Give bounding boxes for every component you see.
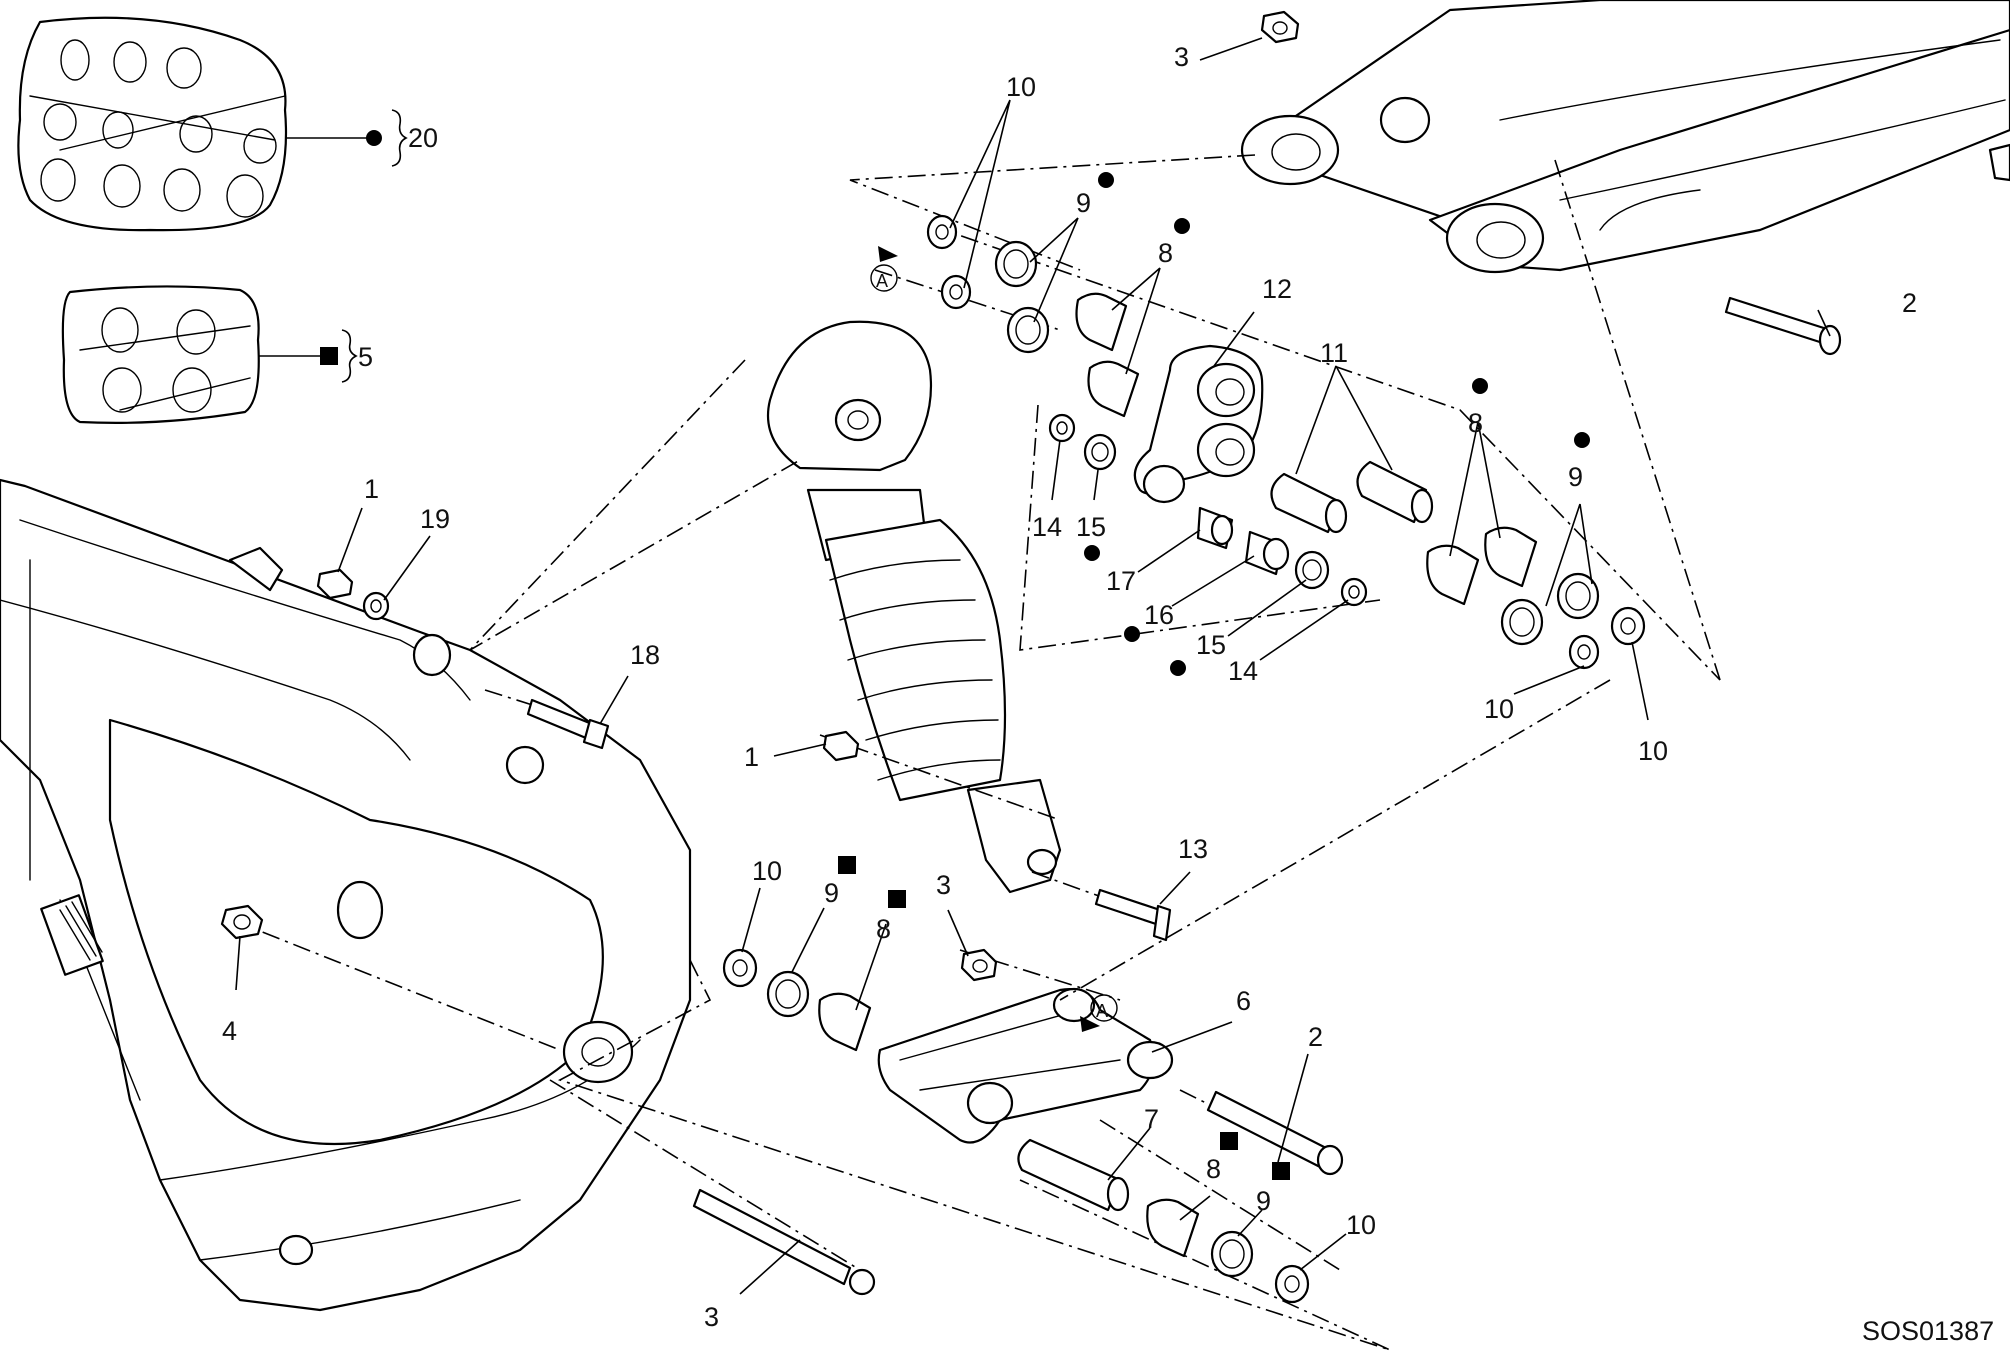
callout-16: 16 — [1144, 600, 1174, 630]
callout-17: 17 — [1106, 566, 1136, 596]
callout-1-bottom: 1 — [744, 742, 759, 772]
hardware-parts[interactable] — [220, 10, 1842, 1304]
callout-4: 3 — [704, 1302, 719, 1332]
callout-2-top: 2 — [1902, 288, 1917, 318]
callout-3-top: 3 — [1174, 42, 1189, 72]
callout-numbers: 3 10 9 8 12 11 8 9 10 10 2 14 15 17 16 1… — [222, 42, 1917, 1332]
callout-10-bottom-left: 10 — [752, 856, 782, 886]
kit-symbols — [838, 172, 1590, 1180]
svg-text:A: A — [876, 271, 888, 291]
callout-8-top: 8 — [1158, 238, 1173, 268]
callout-9-right: 9 — [1568, 462, 1583, 492]
swingarm[interactable] — [1240, 0, 2010, 274]
linkage-rod-6[interactable] — [877, 987, 1174, 1144]
assembly-axes — [231, 154, 1721, 1351]
kit-label-5: 5 — [358, 342, 373, 372]
kit-label-20: 20 — [408, 123, 438, 153]
leader-lines — [235, 37, 1831, 1295]
rear-shock-absorber[interactable] — [766, 320, 1062, 894]
callout-6: 6 — [1236, 986, 1251, 1016]
callout-3-left: 4 — [222, 1016, 237, 1046]
rocker-link-12[interactable] — [1133, 344, 1264, 504]
reference-marker-a-top: A — [870, 246, 898, 292]
callout-8-right: 8 — [1468, 408, 1483, 438]
callout-8-bottom-right: 8 — [1206, 1154, 1221, 1184]
bearing-kit-box[interactable]: 20 — [17, 16, 438, 232]
callout-10-bottom-right: 10 — [1346, 1210, 1376, 1240]
callout-7: 7 — [1144, 1104, 1159, 1134]
callout-9-bottom-left: 9 — [824, 878, 839, 908]
callout-18: 18 — [630, 640, 660, 670]
callout-10-right-b: 10 — [1638, 736, 1668, 766]
callout-10-top: 10 — [1006, 72, 1036, 102]
callout-10-right-a: 10 — [1484, 694, 1514, 724]
callout-14-right: 14 — [1228, 656, 1258, 686]
bushing-kit-box[interactable]: 5 — [61, 285, 373, 424]
callout-15-left: 15 — [1076, 512, 1106, 542]
reference-marker-a-bottom: A — [1080, 994, 1118, 1032]
svg-text:A: A — [1096, 1001, 1108, 1021]
callout-12: 12 — [1262, 274, 1292, 304]
callout-2-bottom: 2 — [1308, 1022, 1323, 1052]
callout-14-left: 14 — [1032, 512, 1062, 542]
callout-9-bottom-right: 9 — [1256, 1186, 1271, 1216]
callout-19: 19 — [420, 504, 450, 534]
callout-1-top: 1 — [364, 474, 379, 504]
callout-3-bottom: 3 — [936, 870, 951, 900]
main-frame[interactable] — [0, 478, 692, 1312]
callout-8-bottom-left: 8 — [876, 914, 891, 944]
callout-13: 13 — [1178, 834, 1208, 864]
callout-11: 11 — [1320, 338, 1348, 368]
callout-9-top: 9 — [1076, 188, 1091, 218]
callout-15-right: 15 — [1196, 630, 1226, 660]
drawing-code: SOS01387 — [1862, 1316, 1994, 1346]
